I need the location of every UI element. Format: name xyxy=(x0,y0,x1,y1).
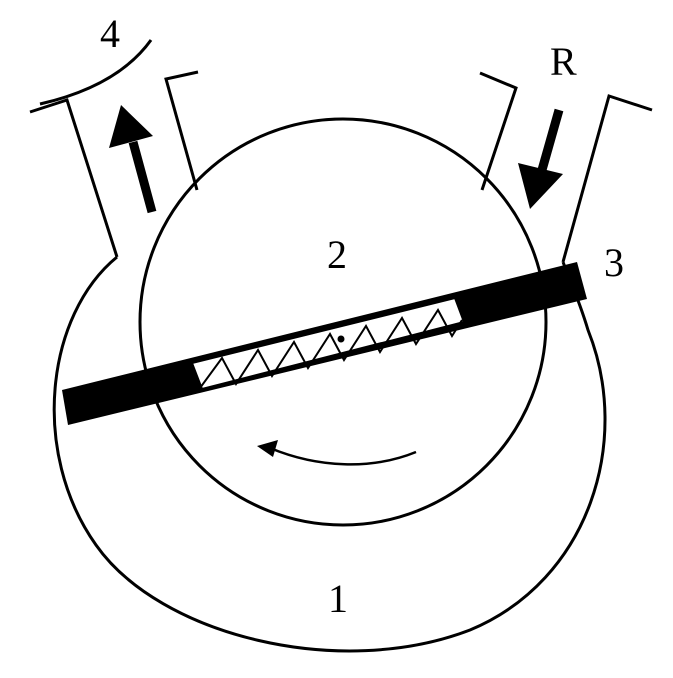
inlet-flow-arrow xyxy=(518,108,564,209)
rotor xyxy=(138,117,548,527)
outlet-port-left-wall xyxy=(29,98,119,258)
housing-outline xyxy=(52,255,607,653)
pump-housing xyxy=(52,255,607,653)
outlet-flow-arrow xyxy=(109,105,157,214)
outlet-flange-arc xyxy=(39,39,153,106)
inlet-port-left-wall xyxy=(479,71,518,191)
outlet-port-right-wall xyxy=(164,70,199,191)
rotation-arrow xyxy=(257,440,417,466)
label-inlet: R xyxy=(550,39,577,84)
label-vane: 3 xyxy=(604,240,624,285)
label-stator: 1 xyxy=(328,576,348,621)
rotor-center-dot xyxy=(337,335,345,343)
outlet-port xyxy=(29,39,199,258)
vane-spring-window xyxy=(190,296,466,391)
inlet-port xyxy=(479,71,653,263)
inlet-port-right-wall xyxy=(561,94,653,263)
sliding-vane xyxy=(62,262,587,425)
label-outlet: 4 xyxy=(100,11,120,56)
vane-spring xyxy=(199,308,463,389)
label-rotor: 2 xyxy=(327,232,347,277)
